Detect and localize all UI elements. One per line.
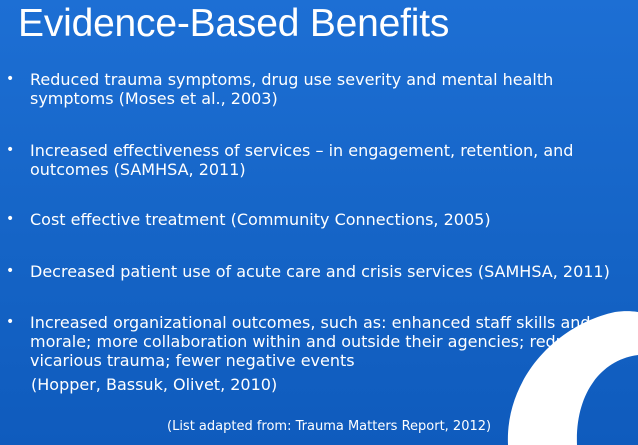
slide-title: Evidence-Based Benefits: [18, 2, 450, 45]
bullet-dot: •: [6, 142, 15, 158]
citation: (Hopper, Bassuk, Olivet, 2010): [31, 375, 278, 394]
bullet-text: Cost effective treatment (Community Conn…: [30, 210, 491, 229]
bullet-dot: •: [6, 314, 15, 330]
bullet-dot: •: [6, 71, 15, 87]
bullet-text: Increased effectiveness of services – in…: [30, 141, 574, 179]
bullet-text: Increased organizational outcomes, such …: [30, 313, 595, 370]
bullet-text: Decreased patient use of acute care and …: [30, 262, 610, 281]
bullet-dot: •: [6, 263, 15, 279]
footnote-source: (List adapted from: Trauma Matters Repor…: [167, 419, 492, 434]
bullet-text: Reduced trauma symptoms, drug use severi…: [30, 70, 554, 108]
bullet-dot: •: [6, 211, 15, 227]
